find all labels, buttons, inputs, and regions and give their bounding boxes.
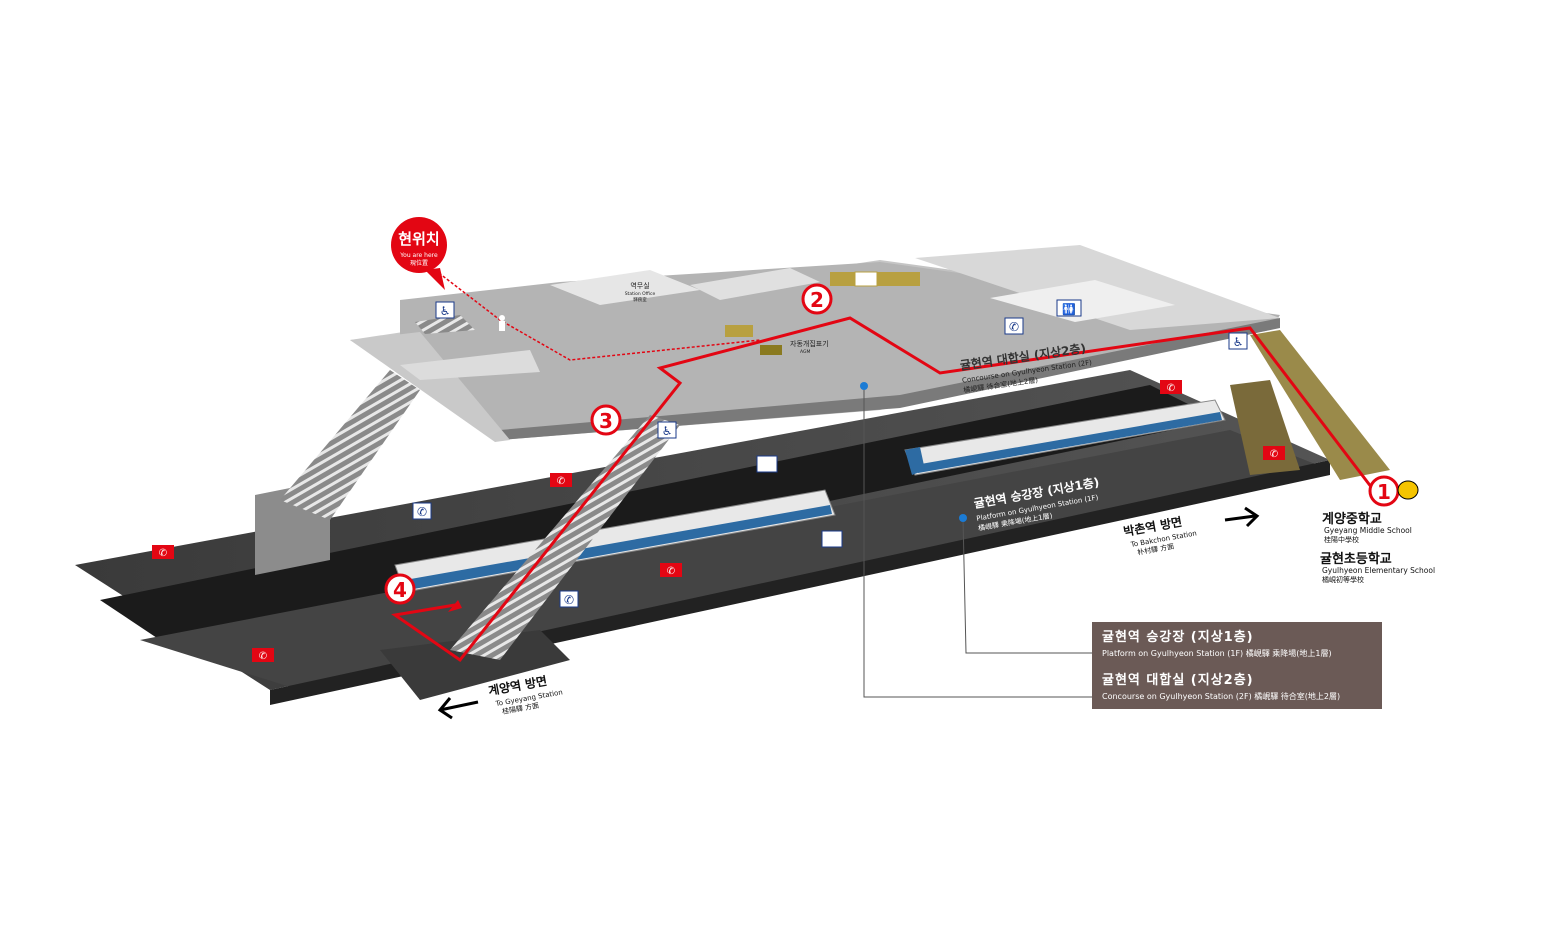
platform-front-deck	[140, 430, 1330, 690]
svg-text:현위치: 현위치	[398, 230, 439, 248]
route-step-1: 1	[1368, 475, 1400, 507]
school-2-name-en: Gyulhyeon Elementary School	[1322, 566, 1435, 575]
route-step-2: 2	[801, 283, 833, 315]
platform-stub	[380, 630, 570, 700]
intercom-icon	[821, 530, 843, 548]
phone-icon: ✆	[559, 590, 579, 608]
svg-text:✆: ✆	[259, 651, 267, 662]
emergency-phone-icon: ✆	[550, 473, 572, 487]
wheelchair-icon: ♿	[657, 421, 677, 439]
phone-icon: ✆	[412, 502, 432, 520]
school-1-name-cn: 桂陽中學校	[1324, 535, 1359, 544]
emergency-phone-icon: ✆	[252, 648, 274, 662]
you-are-here-pointer	[434, 269, 761, 361]
route-step-4: 4	[384, 573, 416, 605]
restroom-icon: 🚻	[1056, 299, 1082, 317]
svg-text:1: 1	[1377, 480, 1391, 504]
svg-text:♿: ♿	[662, 424, 673, 438]
legend-platform-en: Platform on Gyulhyeon Station (1F) 橘峴驛 乘…	[1102, 649, 1332, 658]
concourse-edge	[500, 318, 1280, 440]
intercom-icon	[756, 455, 778, 473]
svg-text:🚻: 🚻	[1062, 303, 1076, 316]
stairs-left	[280, 370, 420, 520]
restroom-inner	[990, 280, 1175, 322]
agm-gate	[760, 345, 782, 355]
arrow-right-icon	[1224, 506, 1260, 528]
svg-text:✆: ✆	[667, 566, 675, 577]
exit-icon	[1397, 480, 1419, 500]
leader-line-platform	[962, 517, 1092, 654]
school-2-name-cn: 橘峴初等學校	[1322, 575, 1364, 584]
route-arrowhead	[448, 600, 462, 612]
svg-text:✆: ✆	[1270, 449, 1278, 460]
svg-text:3: 3	[599, 409, 613, 433]
svg-text:✆: ✆	[1167, 383, 1175, 394]
svg-text:現位置: 現位置	[410, 259, 428, 267]
station-office-label: 역무실	[630, 281, 649, 290]
legend-platform-ko: 귤현역 승강장 (지상1층)	[1102, 630, 1254, 645]
wheelchair-icon: ♿	[1228, 332, 1248, 350]
ticket-machine-icon	[854, 271, 878, 287]
svg-text:✆: ✆	[159, 548, 167, 559]
agm-label: 자동개집표기	[790, 339, 829, 348]
station-office-label-cn: 驛務室	[633, 296, 647, 303]
svg-text:♿: ♿	[1233, 335, 1244, 349]
route-step-3: 3	[590, 404, 622, 436]
svg-text:♿: ♿	[440, 304, 451, 318]
wheelchair-icon: ♿	[435, 301, 455, 319]
school-2-name: 귤현초등학교	[1320, 551, 1392, 567]
agm-label-en: AGM	[800, 349, 810, 355]
legend-platform: 귤현역 승강장 (지상1층) Platform on Gyulhyeon Sta…	[1092, 622, 1382, 666]
emergency-phone-icon: ✆	[152, 545, 174, 559]
legend-concourse-ko: 귤현역 대합실 (지상2층)	[1102, 673, 1254, 688]
train-upper	[904, 399, 1226, 476]
you-are-here-marker: 현위치 You are here 現位置	[391, 217, 447, 290]
svg-text:✆: ✆	[564, 593, 574, 607]
leader-dot-concourse	[860, 382, 868, 390]
svg-text:4: 4	[393, 578, 407, 602]
svg-text:You are here: You are here	[399, 252, 438, 259]
arrow-left-icon	[437, 697, 479, 720]
svg-text:✆: ✆	[1009, 320, 1019, 334]
agm-gate	[725, 325, 753, 337]
leader-line-concourse	[863, 386, 1092, 698]
station-office-block	[550, 270, 700, 305]
legend-concourse-en: Concourse on Gyulhyeon Station (2F) 橘峴驛 …	[1102, 692, 1341, 701]
stairs-top-left	[415, 315, 475, 334]
leader-dot-platform	[959, 514, 967, 522]
school-1-name-en: Gyeyang Middle School	[1324, 526, 1412, 535]
phone-icon: ✆	[1004, 317, 1024, 335]
school-1-name: 계양중학교	[1322, 511, 1382, 527]
route-path	[391, 316, 1377, 663]
lower-left-area	[400, 350, 540, 380]
svg-text:2: 2	[810, 288, 824, 312]
stairs-right	[1250, 330, 1390, 480]
station-office-label-en: Station Office	[625, 291, 656, 297]
emergency-phone-icon: ✆	[660, 563, 682, 577]
svg-text:✆: ✆	[417, 505, 427, 519]
office-block-2	[690, 268, 820, 300]
svg-text:✆: ✆	[557, 476, 565, 487]
emergency-phone-icon: ✆	[1160, 380, 1182, 394]
person-icon	[499, 315, 505, 331]
left-landing	[350, 332, 510, 442]
emergency-phone-icon: ✆	[1263, 446, 1285, 460]
legend-concourse: 귤현역 대합실 (지상2층) Concourse on Gyulhyeon St…	[1092, 665, 1382, 709]
